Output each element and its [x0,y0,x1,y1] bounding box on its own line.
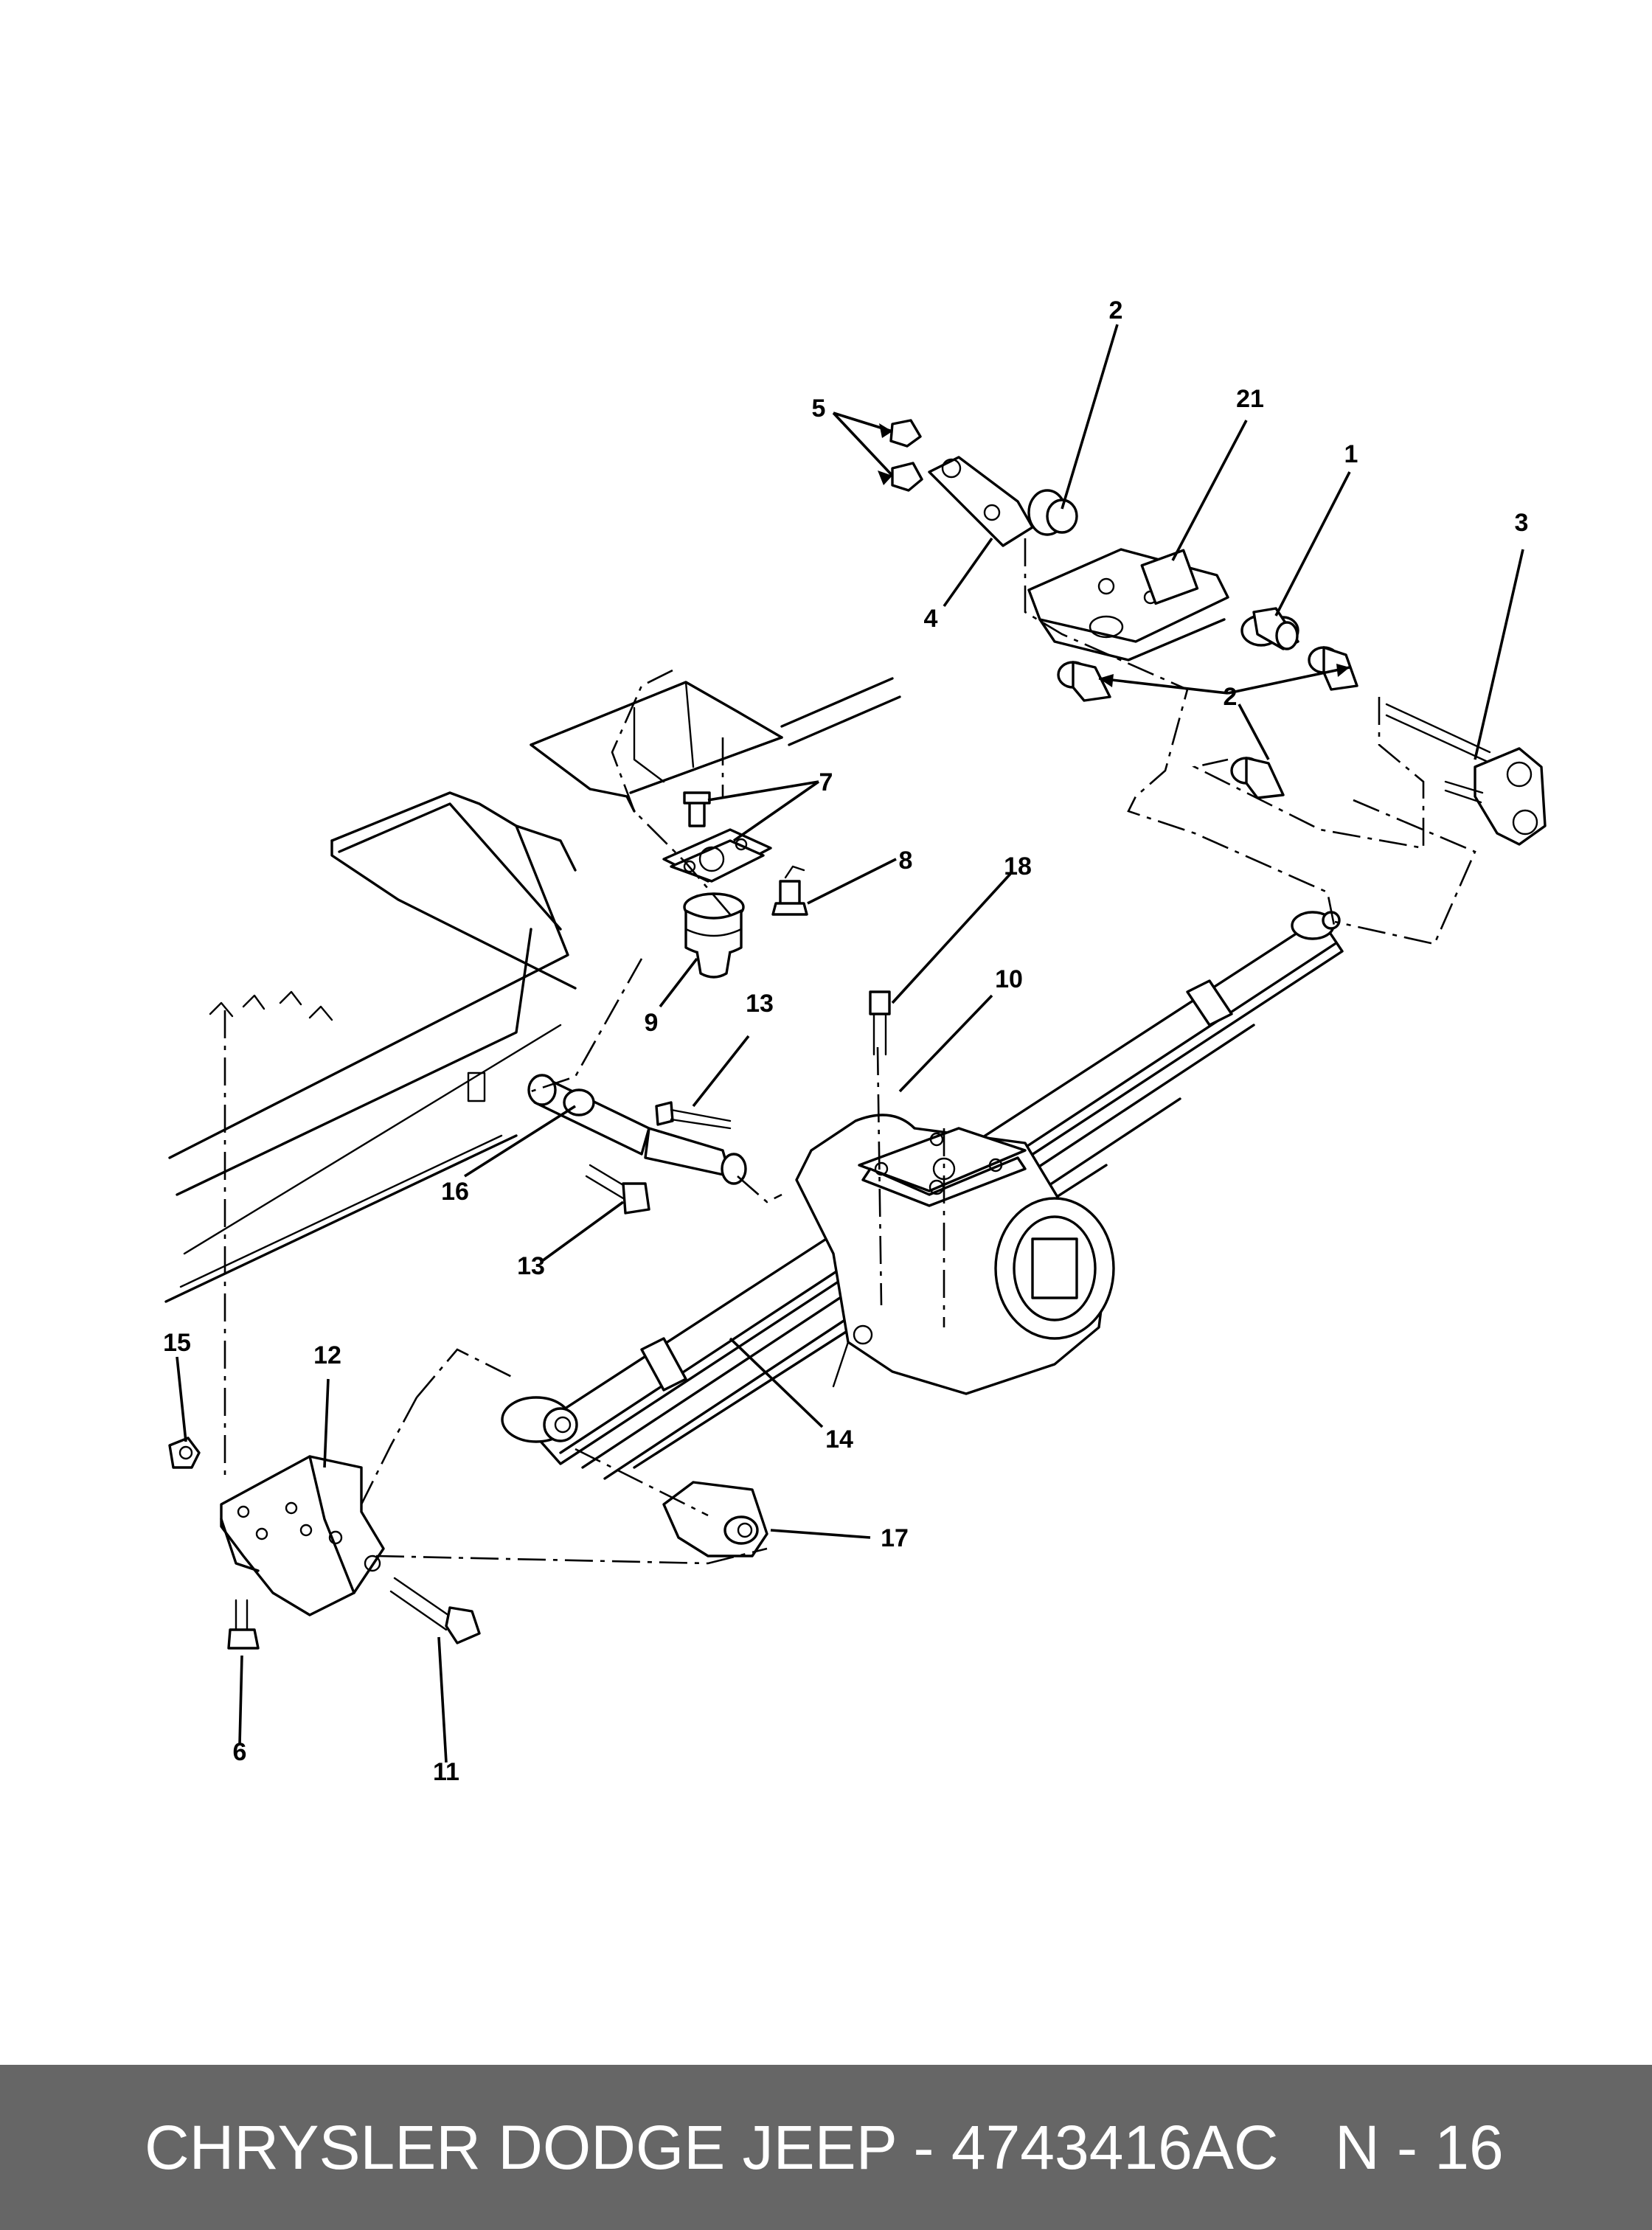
callout-13-upper: 13 [746,990,774,1018]
callout-labels: 2 21 1 3 5 4 2 7 8 9 18 10 13 16 13 14 1… [163,296,1528,1786]
callout-13-lower: 13 [517,1252,545,1280]
callout-6: 6 [233,1738,247,1766]
fastener-set [209,990,333,1021]
callout-18: 18 [1004,852,1032,880]
bushings-2 [1057,646,1358,799]
rear-leaf-spring-exploded-diagram: 2 21 1 3 5 4 2 7 8 9 18 10 13 16 13 14 1… [163,296,1547,1786]
callout-15: 15 [163,1329,191,1357]
frame-crossmember [530,677,901,813]
nut-15 [168,1437,201,1469]
alignment-lines [223,538,1476,1565]
callout-10: 10 [995,965,1023,993]
callout-5: 5 [812,395,826,423]
callout-17: 17 [881,1524,909,1552]
axle-housing [795,1114,1115,1395]
callout-8: 8 [899,847,913,875]
part-number-label: CHRYSLER DODGE JEEP - 4743416AC [145,2113,1279,2182]
callout-2-top: 2 [1109,296,1123,324]
nuts-5 [889,419,923,492]
page-reference-label: N - 16 [1335,2113,1504,2182]
bushing-17 [662,1481,768,1557]
callout-14: 14 [825,1425,853,1453]
frame-rail [164,791,577,1303]
callout-11: 11 [433,1758,459,1786]
callout-3: 3 [1515,509,1529,537]
bolt-13-upper [655,1101,732,1130]
callout-9: 9 [645,1009,659,1037]
shackle-3 [1385,703,1547,846]
footer-bar: CHRYSLER DODGE JEEP - 4743416AC N - 16 [0,2065,1652,2230]
callout-16: 16 [441,1178,469,1206]
bushing-1 [1252,607,1299,650]
callout-1: 1 [1344,440,1358,468]
front-spring-hanger [220,1455,385,1616]
bolt-6 [227,1599,260,1650]
bolt-18 [869,990,891,1056]
bolt-8 [771,865,808,916]
bolt-11 [389,1577,481,1644]
callout-12: 12 [313,1341,341,1369]
callout-4: 4 [924,605,938,633]
rear-shackle-assembly [928,456,1299,661]
diagram-canvas: 2 21 1 3 5 4 2 7 8 9 18 10 13 16 13 14 1… [163,296,1547,1786]
callout-21: 21 [1236,385,1264,413]
callout-7: 7 [819,768,833,796]
bolt-13-lower [585,1164,650,1215]
jounce-bumper-assembly [662,791,772,979]
shock-absorber [527,1074,747,1185]
callout-2-lower: 2 [1224,683,1238,711]
leader-lines [176,324,1524,1763]
